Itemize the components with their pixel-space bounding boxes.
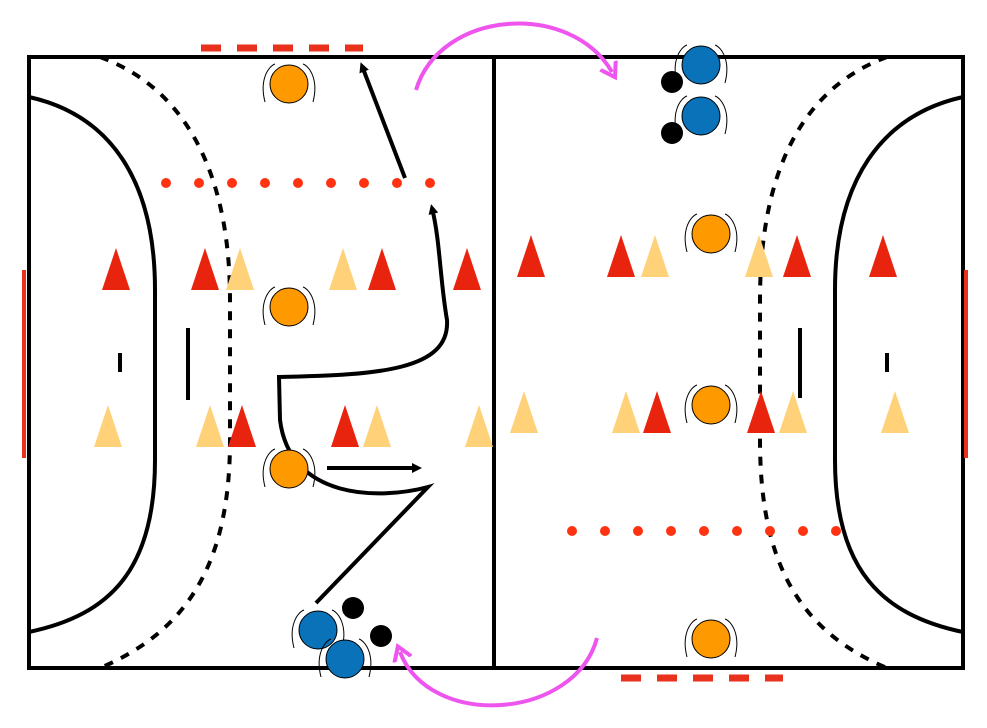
rotation-arrow-top — [414, 21, 612, 91]
left-free-throw-line — [99, 55, 232, 670]
defender-player — [262, 448, 316, 489]
attacker-player — [318, 638, 372, 679]
player-body — [269, 287, 309, 327]
marker-dot — [326, 178, 336, 188]
left-goal-area-line — [28, 95, 157, 634]
cone-yellow — [465, 405, 493, 447]
player-arm-right — [724, 213, 738, 253]
cone-yellow — [226, 248, 254, 290]
cone-yellow — [779, 391, 807, 433]
player-body — [269, 64, 309, 104]
marker-dot — [633, 526, 643, 536]
player-arm-left — [684, 618, 698, 658]
pass-arrow-top — [359, 62, 407, 179]
cone-red — [643, 391, 671, 433]
cone-red — [453, 248, 481, 290]
player-arm-left — [684, 213, 698, 253]
player-body — [691, 214, 731, 254]
cone-red — [368, 248, 396, 290]
cone-yellow — [745, 235, 773, 277]
cone-yellow — [510, 391, 538, 433]
player-body — [269, 449, 309, 489]
defender-player — [684, 213, 738, 254]
player-arm-right — [724, 384, 738, 424]
cone-yellow — [329, 248, 357, 290]
cone-yellow — [612, 391, 640, 433]
right-goal-area-line — [833, 95, 964, 634]
player-arm-right — [302, 63, 316, 103]
marker-dot — [260, 178, 270, 188]
cone-yellow — [641, 235, 669, 277]
player-body — [691, 619, 731, 659]
ball — [370, 625, 392, 647]
cone-red — [747, 391, 775, 433]
cone-red — [783, 235, 811, 277]
marker-dot — [227, 178, 237, 188]
cone-red — [517, 235, 545, 277]
player-arm-left — [262, 286, 276, 326]
marker-dot — [293, 178, 303, 188]
right-free-throw-line — [758, 55, 888, 670]
cone-red — [228, 405, 256, 447]
player-body — [681, 45, 721, 85]
attacker-player — [674, 44, 728, 85]
player-arm-left — [318, 638, 332, 678]
player-arm-right — [358, 638, 372, 678]
defender-player — [262, 286, 316, 327]
marker-dot — [798, 526, 808, 536]
marker-dot — [699, 526, 709, 536]
player-arm-left — [684, 384, 698, 424]
player-arm-right — [714, 44, 728, 84]
marker-dot — [765, 526, 775, 536]
marker-dot — [666, 526, 676, 536]
marker-dot — [392, 178, 402, 188]
cone-red — [191, 248, 219, 290]
player-body — [691, 385, 731, 425]
player-arm-right — [302, 448, 316, 488]
marker-dot — [425, 178, 435, 188]
player-arm-left — [262, 63, 276, 103]
defender-player — [262, 63, 316, 104]
rotation-arrow-bottom — [400, 637, 599, 708]
marker-dot — [194, 178, 204, 188]
player-arm-right — [724, 618, 738, 658]
player-arm-left — [262, 448, 276, 488]
player-body — [681, 96, 721, 136]
ball — [661, 122, 683, 144]
cone-yellow — [881, 391, 909, 433]
marker-dot — [732, 526, 742, 536]
player-arm-left — [291, 609, 305, 649]
cone-red — [607, 235, 635, 277]
cone-yellow — [94, 405, 122, 447]
cone-red — [102, 248, 130, 290]
marker-dot — [567, 526, 577, 536]
player-body — [325, 639, 365, 679]
player-arm-right — [714, 95, 728, 135]
cone-red — [331, 405, 359, 447]
player-body — [298, 610, 338, 650]
marker-dot — [831, 526, 841, 536]
ball — [342, 597, 364, 619]
marker-dot — [359, 178, 369, 188]
cone-red — [869, 235, 897, 277]
attacker-player — [674, 95, 728, 136]
marker-dot — [161, 178, 171, 188]
run-path-arrow — [276, 204, 450, 605]
cone-yellow — [363, 405, 391, 447]
defender-player — [684, 618, 738, 659]
marker-dot — [600, 526, 610, 536]
cone-yellow — [196, 405, 224, 447]
defender-player — [684, 384, 738, 425]
player-arm-right — [302, 286, 316, 326]
ball — [661, 71, 683, 93]
